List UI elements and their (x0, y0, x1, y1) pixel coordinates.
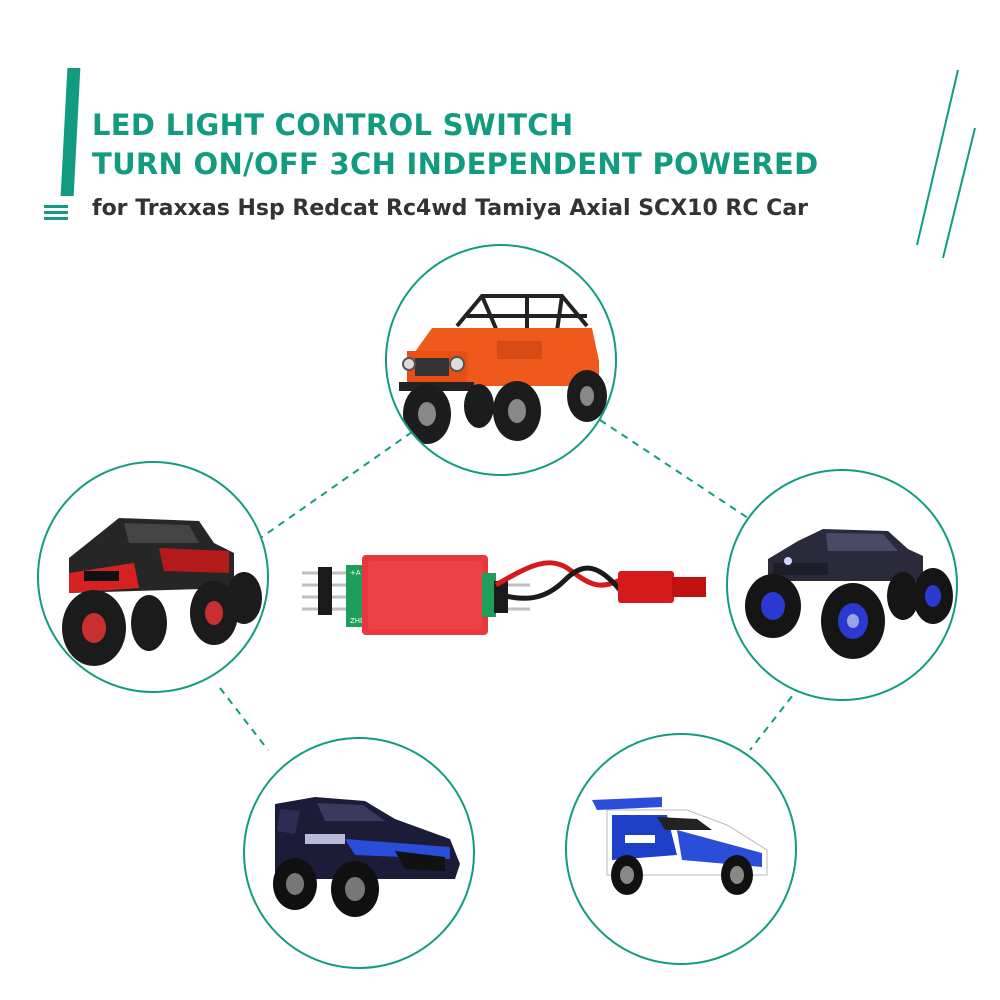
decor-line-1 (916, 69, 959, 246)
title-line-2: TURN ON/OFF 3CH INDEPENDENT POWERED (92, 147, 819, 181)
monster-truck-image (745, 529, 953, 659)
rally-car-circle (243, 737, 475, 969)
decor-line-2 (942, 127, 976, 259)
connector-top-right (599, 419, 749, 519)
monster-truck-image (62, 518, 262, 666)
title-line-1: LED LIGHT CONTROL SWITCH (92, 108, 574, 142)
pin-label-znd: ZHD (350, 617, 365, 625)
rock-crawler-image (399, 294, 607, 444)
pin-label-plus-a: +A (350, 569, 361, 577)
red-monster-truck-circle (37, 461, 269, 693)
subtitle: for Traxxas Hsp Redcat Rc4wd Tamiya Axia… (92, 196, 809, 221)
epson-race-car-circle (565, 733, 797, 965)
connector-right-bottom (749, 685, 801, 751)
connector-top-left (261, 431, 413, 538)
race-car-image (592, 797, 768, 895)
connector-left-bottom (219, 687, 269, 751)
blue-monster-truck-circle (726, 469, 958, 701)
accent-stripes (44, 205, 70, 223)
led-switch-module-image: +A ZHD (302, 555, 706, 635)
rally-car-image (273, 797, 460, 917)
orange-crawler-circle (385, 244, 617, 476)
